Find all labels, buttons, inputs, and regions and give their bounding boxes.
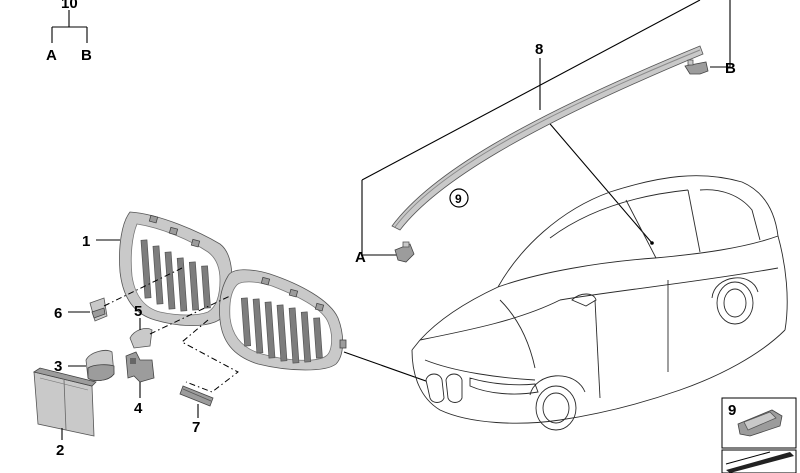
- clip-5: [129, 328, 153, 349]
- small-cover-6: [89, 297, 108, 322]
- inset-panel-9: 9: [721, 397, 797, 473]
- bracket-4: [125, 351, 155, 383]
- label-a-top: A: [46, 47, 57, 64]
- end-clip-b: [684, 59, 709, 75]
- strip-7: [179, 385, 214, 407]
- roof-leaders: [343, 0, 731, 388]
- label-10: 10: [61, 0, 78, 12]
- roof-trim-strip: [391, 45, 704, 231]
- label-6: 6: [54, 305, 62, 322]
- label-5: 5: [134, 303, 142, 320]
- lower-cover-2: [33, 367, 97, 437]
- inset-9-text: 9: [728, 402, 736, 419]
- label-2: 2: [56, 442, 64, 459]
- kidney-grille: [119, 211, 347, 371]
- label-7: 7: [192, 419, 200, 436]
- vehicle-outline: [411, 175, 788, 431]
- label-1: 1: [82, 233, 90, 250]
- cap-3: [85, 350, 115, 382]
- end-clip-a: [394, 241, 415, 263]
- label-b-side: B: [725, 60, 736, 77]
- reference-tree: 10 A B: [46, 0, 92, 64]
- label-4: 4: [134, 400, 143, 417]
- circled-ref-9: 9: [449, 188, 469, 208]
- circled-9-text: 9: [455, 192, 462, 206]
- label-b-top: B: [81, 47, 92, 64]
- label-8: 8: [535, 41, 543, 58]
- label-a-side: A: [355, 249, 366, 266]
- label-3: 3: [54, 358, 62, 375]
